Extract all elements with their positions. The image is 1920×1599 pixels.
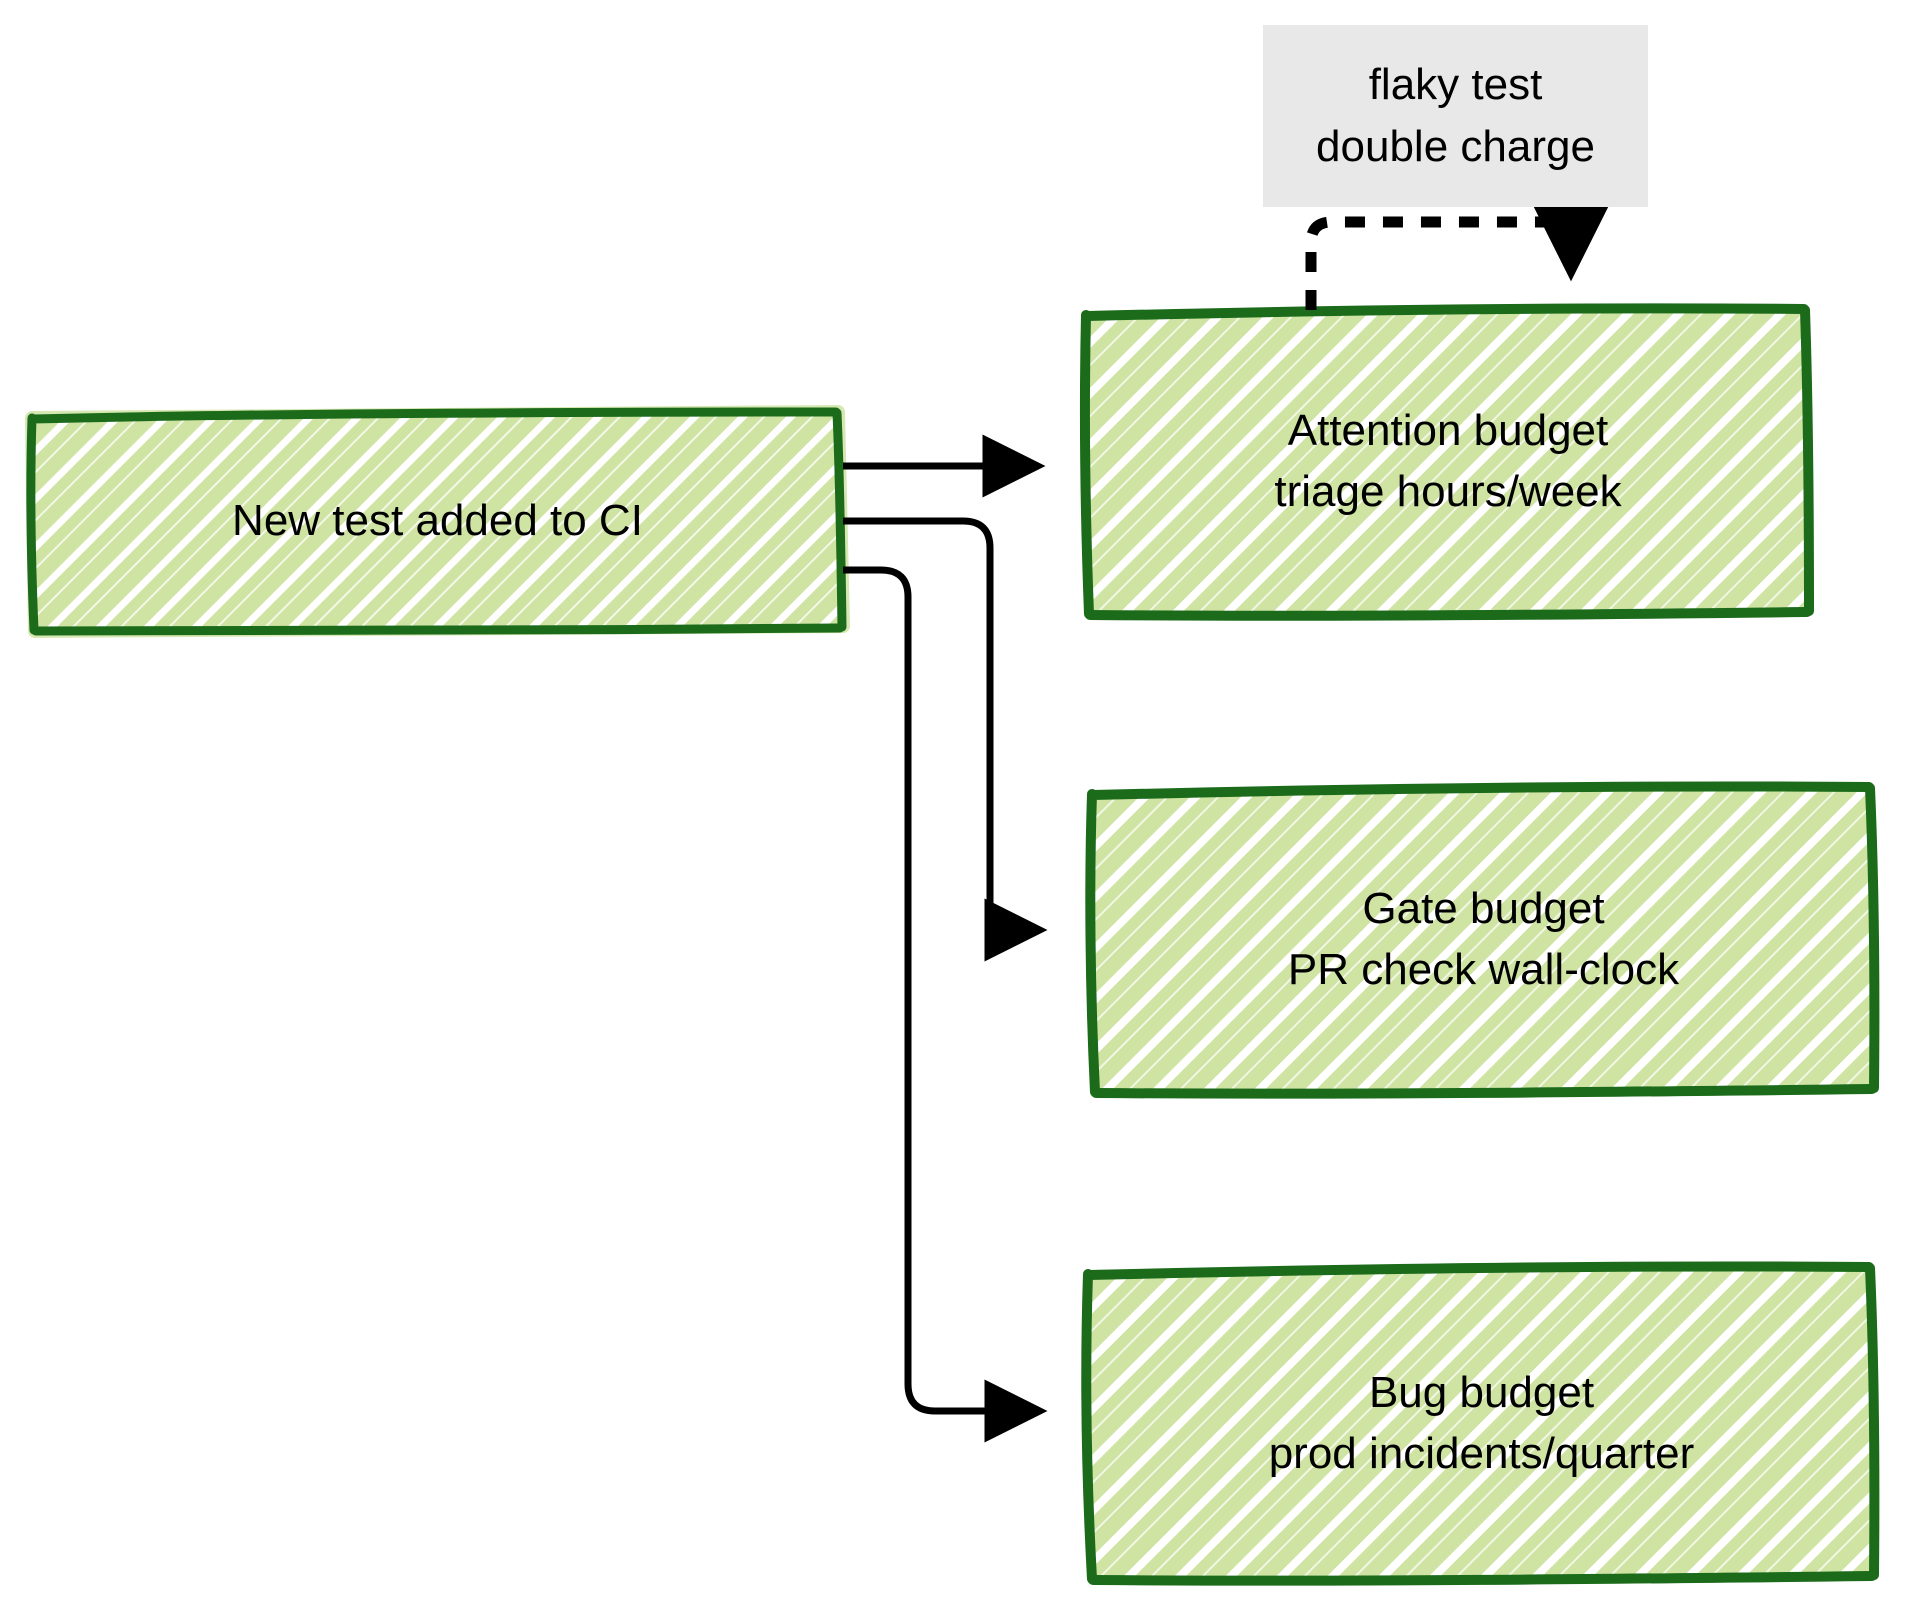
node-bug-border-right	[1865, 1263, 1880, 1580]
node-attention-border-left	[1080, 310, 1094, 619]
node-attention-body	[1086, 308, 1810, 616]
node-attention-border-right	[1800, 305, 1814, 616]
node-source-body	[31, 411, 843, 632]
edge-source-gate[interactable]	[843, 517, 1048, 962]
node-source-border-top	[28, 407, 841, 424]
node-gate-body	[1092, 786, 1875, 1094]
edge-attention-selfloop[interactable]	[1305, 187, 1618, 310]
node-attention-border-bottom	[1085, 607, 1812, 621]
node-bug-border-top	[1084, 1261, 1874, 1280]
node-bug[interactable]	[1081, 1261, 1880, 1586]
node-gate-border-right	[1865, 783, 1880, 1093]
node-bug-border-left	[1081, 1269, 1097, 1584]
node-attention-border-top	[1083, 303, 1809, 321]
node-gate-border-left	[1085, 789, 1100, 1097]
node-source-border-right	[832, 408, 847, 632]
node-source[interactable]	[25, 405, 850, 638]
node-gate-border-bottom	[1091, 1084, 1877, 1099]
node-source-border-left	[26, 413, 39, 635]
edge-attention-selfloop-line	[1305, 187, 1618, 310]
node-bug-border-bottom	[1088, 1571, 1877, 1586]
node-source-border-bottom	[31, 623, 845, 636]
edge-source-gate-line	[843, 517, 1048, 962]
edge-source-bug-line	[843, 566, 1048, 1443]
node-bug-body	[1088, 1266, 1875, 1581]
edge-label-line-2: double charge	[1316, 122, 1595, 171]
edge-label-flaky-test: flaky test double charge	[1263, 25, 1648, 207]
edge-label-line-1: flaky test	[1368, 59, 1543, 109]
node-attention[interactable]	[1080, 303, 1814, 621]
edge-source-bug[interactable]	[843, 566, 1048, 1443]
node-gate[interactable]	[1085, 781, 1880, 1099]
node-gate-border-top	[1088, 781, 1874, 800]
